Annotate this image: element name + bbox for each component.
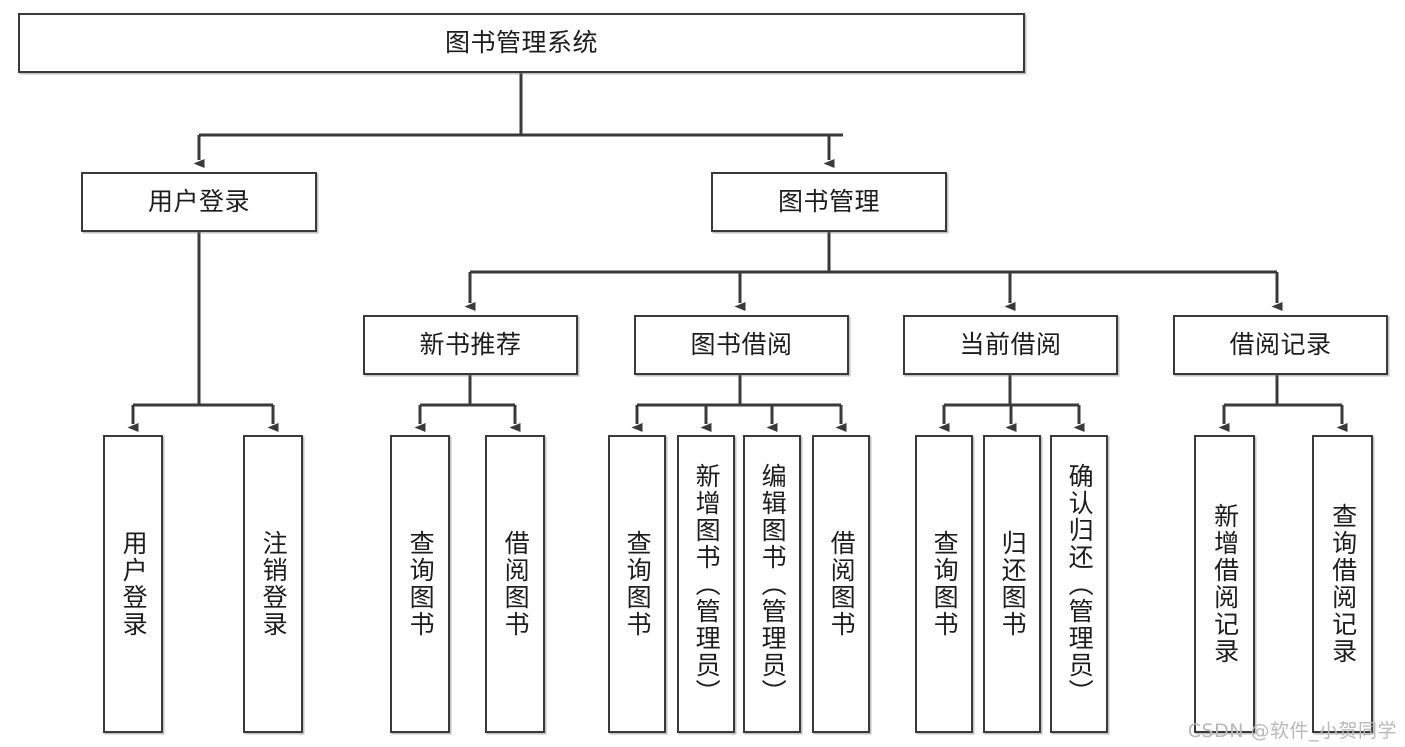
node-leaf-edit-book[interactable]: 编辑图书（管理员） <box>743 435 801 733</box>
node-current-borrow[interactable]: 当前借阅 <box>903 315 1118 375</box>
node-current-borrow-label: 当前借阅 <box>959 330 1062 360</box>
node-leaf-add-record[interactable]: 新增借阅记录 <box>1194 435 1255 733</box>
node-user-login[interactable]: 用户登录 <box>81 172 317 232</box>
node-leaf-query-book-1[interactable]: 查询图书 <box>390 435 450 733</box>
node-leaf-add-book-label: 新增图书（管理员） <box>692 462 722 706</box>
node-leaf-logout-login[interactable]: 注销登录 <box>243 435 303 733</box>
node-book-borrow-label: 图书借阅 <box>690 330 793 360</box>
node-user-login-label: 用户登录 <box>147 187 250 217</box>
node-leaf-query-book-3[interactable]: 查询图书 <box>915 435 973 733</box>
node-root[interactable]: 图书管理系统 <box>18 13 1025 73</box>
node-borrow-record-label: 借阅记录 <box>1229 330 1332 360</box>
node-leaf-query-record-label: 查询借阅记录 <box>1328 503 1358 665</box>
node-leaf-add-book[interactable]: 新增图书（管理员） <box>677 435 735 733</box>
node-root-label: 图书管理系统 <box>444 28 598 58</box>
node-book-manage-label: 图书管理 <box>777 187 880 217</box>
node-leaf-query-book-2-label: 查询图书 <box>623 530 653 638</box>
node-book-manage[interactable]: 图书管理 <box>711 172 947 232</box>
node-leaf-return-book-label: 归还图书 <box>998 530 1028 638</box>
node-borrow-record[interactable]: 借阅记录 <box>1173 315 1388 375</box>
node-leaf-query-book-3-label: 查询图书 <box>930 530 960 638</box>
csdn-watermark: CSDN @软件_小贺同学 <box>1187 720 1397 742</box>
node-book-borrow[interactable]: 图书借阅 <box>634 315 849 375</box>
node-leaf-query-book-1-label: 查询图书 <box>406 530 436 638</box>
node-leaf-borrow-book-1[interactable]: 借阅图书 <box>485 435 545 733</box>
node-leaf-confirm-return[interactable]: 确认归还（管理员） <box>1050 435 1108 733</box>
node-leaf-query-record[interactable]: 查询借阅记录 <box>1312 435 1373 733</box>
node-leaf-add-record-label: 新增借阅记录 <box>1210 503 1240 665</box>
node-leaf-borrow-book-1-label: 借阅图书 <box>501 530 531 638</box>
node-leaf-borrow-book-2-label: 借阅图书 <box>827 530 857 638</box>
node-leaf-logout-login-label: 注销登录 <box>259 530 289 638</box>
node-leaf-return-book[interactable]: 归还图书 <box>983 435 1041 733</box>
node-leaf-confirm-return-label: 确认归还（管理员） <box>1065 462 1095 706</box>
node-leaf-user-login[interactable]: 用户登录 <box>103 435 163 733</box>
node-leaf-edit-book-label: 编辑图书（管理员） <box>758 462 788 706</box>
node-new-book-recommend[interactable]: 新书推荐 <box>363 315 578 375</box>
node-leaf-query-book-2[interactable]: 查询图书 <box>608 435 666 733</box>
node-leaf-borrow-book-2[interactable]: 借阅图书 <box>812 435 870 733</box>
node-new-book-recommend-label: 新书推荐 <box>419 330 522 360</box>
node-leaf-user-login-label: 用户登录 <box>119 530 149 638</box>
